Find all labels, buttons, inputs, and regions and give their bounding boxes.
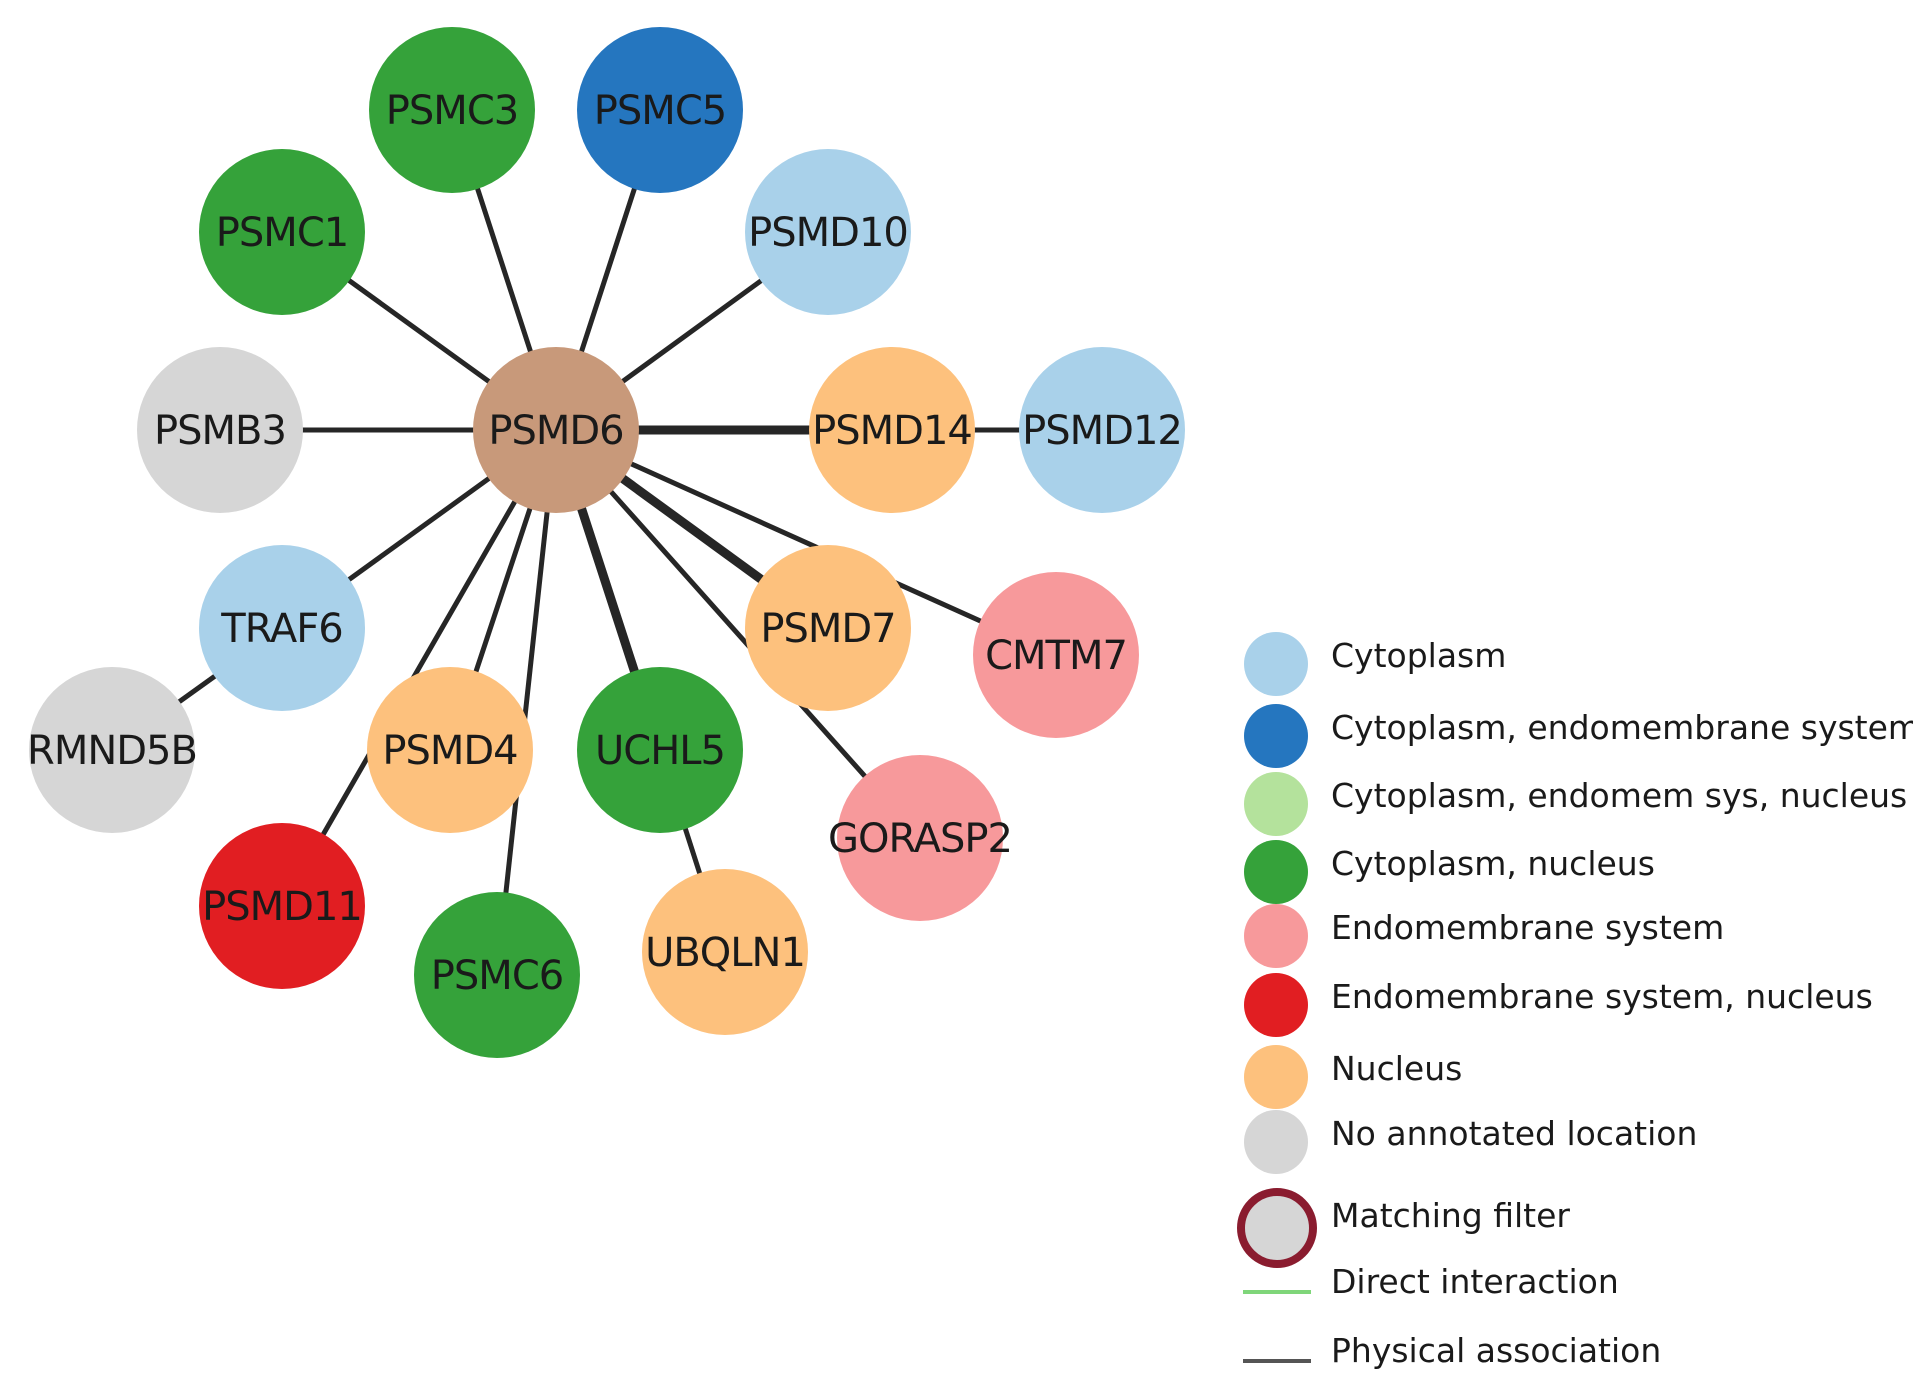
node-label: CMTM7 bbox=[985, 633, 1127, 679]
circle-swatch-icon bbox=[1244, 632, 1308, 696]
legend-label: Cytoplasm, endomem sys, nucleus bbox=[1331, 776, 1908, 815]
node-circle[interactable] bbox=[367, 667, 533, 833]
node-psmd12[interactable]: PSMD12 bbox=[1019, 347, 1185, 513]
node-circle[interactable] bbox=[414, 892, 580, 1058]
node-circle[interactable] bbox=[577, 27, 743, 193]
ring-swatch-icon bbox=[1237, 1188, 1317, 1268]
edge-psmd6-psmc6 bbox=[494, 429, 559, 976]
node-circle[interactable] bbox=[1019, 347, 1185, 513]
node-circle[interactable] bbox=[973, 572, 1139, 738]
node-label: PSMD14 bbox=[812, 408, 972, 454]
node-label: TRAF6 bbox=[220, 606, 342, 652]
node-psmc6[interactable]: PSMC6 bbox=[414, 892, 580, 1058]
node-circle[interactable] bbox=[369, 27, 535, 193]
legend-label: Physical association bbox=[1331, 1331, 1662, 1370]
legend-item-cytoplasm: Cytoplasm bbox=[1235, 628, 1905, 696]
line-swatch-icon bbox=[1243, 1290, 1311, 1294]
legend-item-endomembrane: Endomembrane system bbox=[1235, 900, 1905, 968]
node-gorasp2[interactable]: GORASP2 bbox=[828, 755, 1013, 921]
circle-swatch-icon bbox=[1244, 772, 1308, 836]
node-label: UBQLN1 bbox=[645, 930, 805, 976]
circle-swatch-icon bbox=[1244, 1110, 1308, 1174]
node-label: PSMD7 bbox=[760, 606, 895, 652]
circle-swatch-icon bbox=[1244, 840, 1308, 904]
node-label: PSMD11 bbox=[202, 884, 362, 930]
edge-psmd6-cmtm7 bbox=[554, 427, 1058, 658]
node-label: PSMC5 bbox=[594, 88, 726, 134]
circle-swatch-icon bbox=[1244, 904, 1308, 968]
legend-label: Endomembrane system, nucleus bbox=[1331, 977, 1873, 1016]
circle-swatch-icon bbox=[1244, 1045, 1308, 1109]
node-label: UCHL5 bbox=[595, 728, 725, 774]
node-psmc1[interactable]: PSMC1 bbox=[199, 149, 365, 315]
node-psmc5[interactable]: PSMC5 bbox=[577, 27, 743, 193]
node-label: GORASP2 bbox=[828, 816, 1012, 862]
node-circle[interactable] bbox=[199, 149, 365, 315]
legend-item-cytoplasm-nucleus: Cytoplasm, nucleus bbox=[1235, 836, 1905, 904]
legend-item-cytoplasm-endomembrane: Cytoplasm, endomembrane system bbox=[1235, 700, 1913, 768]
legend-label: Nucleus bbox=[1331, 1049, 1463, 1088]
node-circle[interactable] bbox=[745, 149, 911, 315]
node-circle[interactable] bbox=[473, 347, 639, 513]
line-swatch-icon bbox=[1243, 1359, 1311, 1363]
node-label: PSMD6 bbox=[488, 408, 623, 454]
node-psmd11[interactable]: PSMD11 bbox=[199, 823, 365, 989]
node-psmb3[interactable]: PSMB3 bbox=[137, 347, 303, 513]
node-psmc3[interactable]: PSMC3 bbox=[369, 27, 535, 193]
edge-psmd6-gorasp2 bbox=[554, 428, 922, 840]
node-label: PSMD10 bbox=[748, 210, 908, 256]
node-circle[interactable] bbox=[745, 545, 911, 711]
legend-item-endomembrane-nucleus: Endomembrane system, nucleus bbox=[1235, 969, 1905, 1037]
legend-item-physical-association: Physical association bbox=[1235, 1323, 1905, 1383]
node-label: PSMB3 bbox=[154, 408, 286, 454]
legend-label: Direct interaction bbox=[1331, 1262, 1619, 1301]
legend-label: No annotated location bbox=[1331, 1114, 1698, 1153]
edge-psmd6-psmd11 bbox=[279, 428, 559, 908]
node-circle[interactable] bbox=[137, 347, 303, 513]
node-psmd4[interactable]: PSMD4 bbox=[367, 667, 533, 833]
circle-swatch-icon bbox=[1244, 973, 1308, 1037]
node-uchl5[interactable]: UCHL5 bbox=[577, 667, 743, 833]
legend-label: Endomembrane system bbox=[1331, 908, 1725, 947]
legend-item-direct-interaction: Direct interaction bbox=[1235, 1254, 1905, 1314]
node-psmd14[interactable]: PSMD14 bbox=[809, 347, 975, 513]
legend-item-cytoplasm-endomem-nucleus: Cytoplasm, endomem sys, nucleus bbox=[1235, 768, 1908, 836]
node-psmd10[interactable]: PSMD10 bbox=[745, 149, 911, 315]
circle-swatch-icon bbox=[1244, 704, 1308, 768]
node-traf6[interactable]: TRAF6 bbox=[199, 545, 365, 711]
legend-label: Cytoplasm, endomembrane system bbox=[1331, 708, 1913, 747]
node-cmtm7[interactable]: CMTM7 bbox=[973, 572, 1139, 738]
node-label: PSMC1 bbox=[216, 210, 348, 256]
node-label: PSMD4 bbox=[382, 728, 517, 774]
legend-label: Cytoplasm bbox=[1331, 636, 1507, 675]
legend-item-matching-filter: Matching filter bbox=[1235, 1188, 1905, 1268]
node-label: PSMD12 bbox=[1022, 408, 1182, 454]
node-label: PSMC3 bbox=[386, 88, 518, 134]
legend-item-nucleus: Nucleus bbox=[1235, 1041, 1905, 1109]
legend-label: Matching filter bbox=[1331, 1196, 1570, 1235]
node-psmd7[interactable]: PSMD7 bbox=[745, 545, 911, 711]
node-circle[interactable] bbox=[199, 823, 365, 989]
node-circle[interactable] bbox=[837, 755, 1003, 921]
node-ubqln1[interactable]: UBQLN1 bbox=[642, 869, 808, 1035]
node-label: RMND5B bbox=[27, 728, 197, 774]
node-rmnd5b[interactable]: RMND5B bbox=[27, 667, 198, 833]
node-circle[interactable] bbox=[577, 667, 743, 833]
legend-item-no-location: No annotated location bbox=[1235, 1106, 1905, 1174]
node-circle[interactable] bbox=[809, 347, 975, 513]
legend-label: Cytoplasm, nucleus bbox=[1331, 844, 1655, 883]
node-label: PSMC6 bbox=[431, 953, 563, 999]
node-circle[interactable] bbox=[642, 869, 808, 1035]
node-circle[interactable] bbox=[29, 667, 195, 833]
node-psmd6[interactable]: PSMD6 bbox=[473, 347, 639, 513]
node-circle[interactable] bbox=[199, 545, 365, 711]
